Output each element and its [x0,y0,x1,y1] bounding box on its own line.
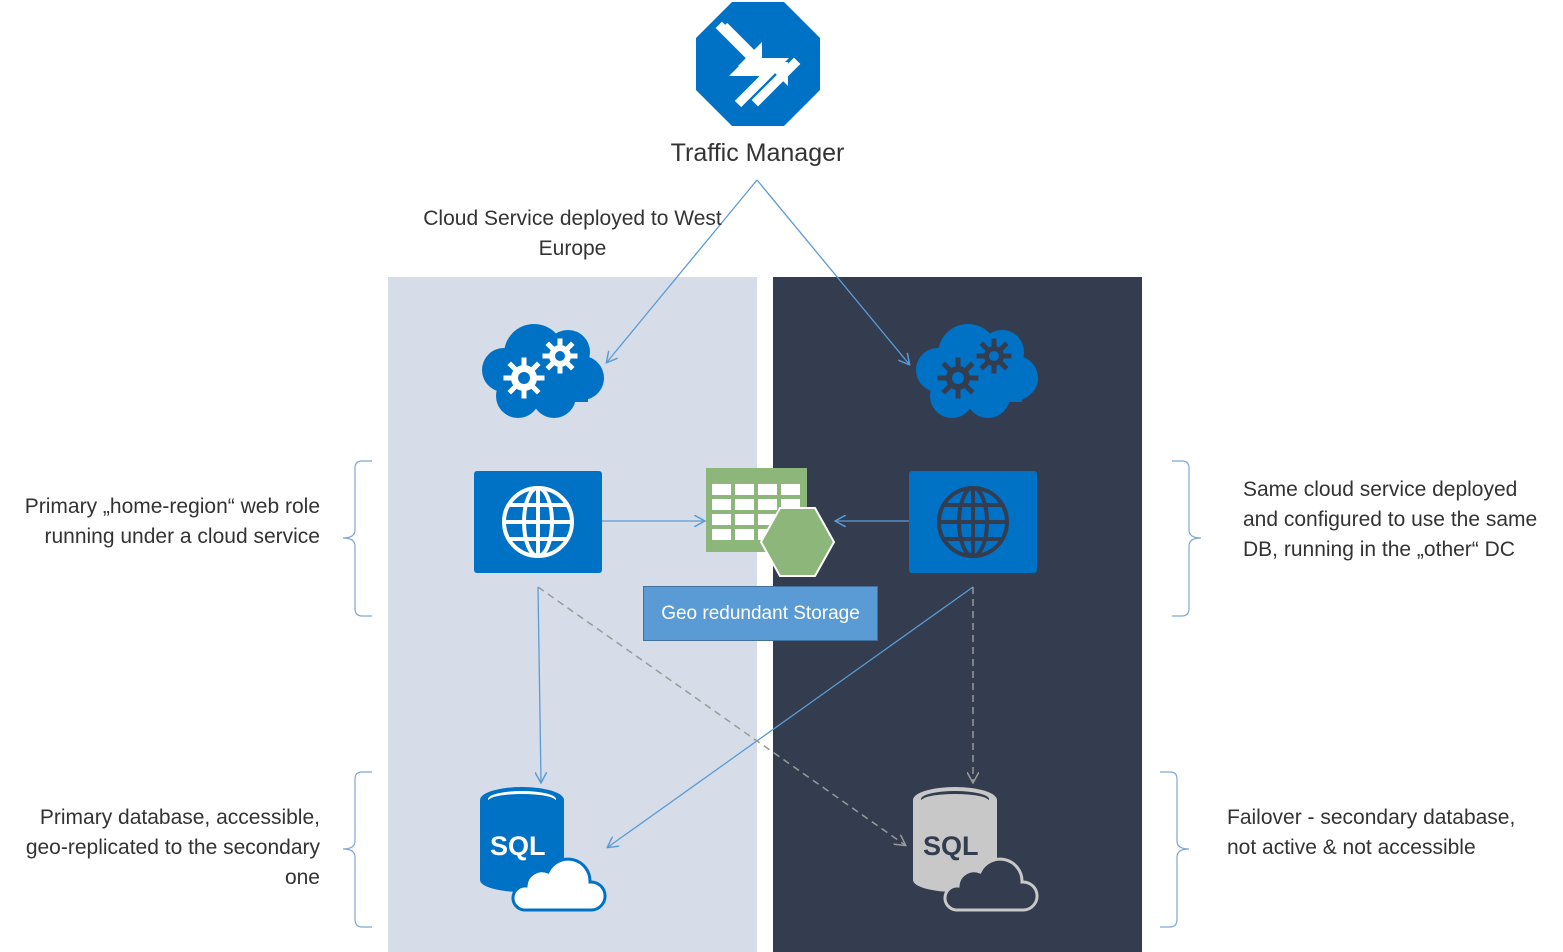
brace-primary-db [342,771,372,928]
traffic-manager-connectors [607,179,909,364]
sql-icon-text: SQL [490,831,546,861]
table-storage-icon [706,468,836,577]
traffic-manager-icon [696,2,820,126]
sql-icon-text: SQL [923,831,979,861]
database-connectors [538,586,973,847]
brace-same-service [1172,460,1202,617]
cloud-service-icon [482,324,604,418]
web-role-icon [474,471,602,573]
cloud-service-label: Cloud Service deployed to West Europe [423,207,722,260]
brace-primary-web [342,460,372,617]
same-service-label: Same cloud service deployed and configur… [1243,478,1538,561]
sql-database-icon: SQL [913,787,1039,912]
failover-label: Failover - secondary database, not activ… [1227,806,1516,859]
geo-redundant-storage-label: Geo redundant Storage [643,586,878,641]
cloud-service-icon [916,324,1038,418]
braces [342,460,1202,928]
primary-web-role-label: Primary „home-region“ web role running u… [24,495,320,548]
brace-failover [1160,771,1190,928]
sql-database-icon: SQL [480,787,607,912]
primary-db-label: Primary database, accessible, geo-replic… [25,806,320,889]
traffic-manager-title: Traffic Manager [670,139,845,167]
web-role-icon [909,471,1037,573]
